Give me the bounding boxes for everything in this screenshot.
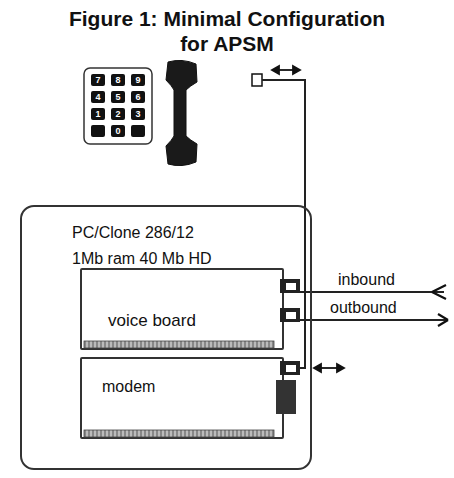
- box-text: PC/Clone 286/12: [72, 223, 310, 243]
- line-label: inbound: [336, 270, 397, 290]
- voice-board: voice board: [80, 268, 284, 350]
- key-digit: 4: [91, 91, 105, 103]
- key-digit: 8: [111, 74, 125, 86]
- card-edge: [84, 341, 274, 348]
- bidirectional-arrow: [272, 66, 300, 74]
- card-edge: [84, 430, 274, 437]
- box-text: modem: [102, 377, 282, 397]
- keypad-base: [84, 68, 152, 144]
- phone-jack: [286, 283, 296, 290]
- key-digit: 5: [111, 91, 125, 103]
- key-digit: 0: [111, 125, 125, 137]
- inbound-line: [300, 291, 444, 293]
- figure-title: Figure 1: Minimal Configuration for APSM: [62, 6, 392, 56]
- key-digit: 7: [91, 74, 105, 86]
- key-digit: 6: [131, 91, 145, 103]
- key-digit: 2: [111, 108, 125, 120]
- box-text: 1Mb ram 40 Mb HD: [72, 249, 310, 269]
- phone-jack: [286, 312, 296, 319]
- serial-port: [276, 380, 296, 414]
- phone-jack: [286, 365, 296, 372]
- outbound-line: [300, 319, 446, 321]
- box-text: voice board: [108, 310, 282, 331]
- key-digit: 3: [131, 108, 145, 120]
- pc-box: PC/Clone 286/12 1Mb ram 40 Mb HD voice boa…: [20, 205, 312, 470]
- arrowhead: [438, 314, 448, 326]
- handset: [166, 60, 197, 165]
- arrowhead: [432, 285, 446, 299]
- phone-plug: [252, 74, 262, 86]
- key-digit: 1: [91, 108, 105, 120]
- keypad-keys: [91, 74, 145, 137]
- line-label: outbound: [328, 298, 399, 318]
- key-digit: 9: [131, 74, 145, 86]
- bidirectional-arrow: [314, 364, 344, 372]
- modem-card: modem: [80, 357, 284, 439]
